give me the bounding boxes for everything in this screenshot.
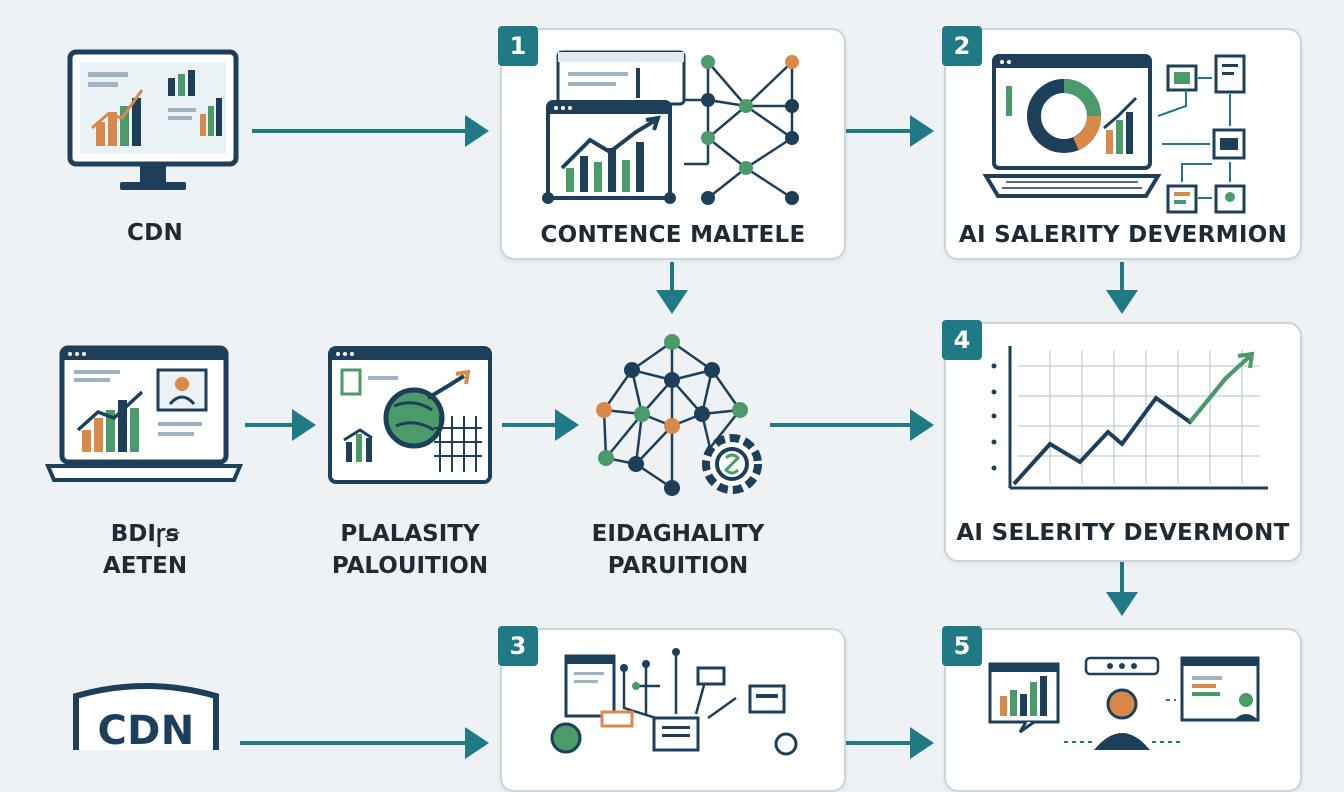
plalasity-label: PLALASITY PALOUITION	[316, 518, 504, 582]
step4-label: AI SELERITY DEVERMONT	[956, 520, 1290, 546]
step1-label: CONTENCE MALTELE	[540, 222, 806, 248]
step5-badge: 5	[942, 626, 982, 666]
eidaghality-line2: PARUITION	[607, 553, 749, 579]
plalasity-line1: PLALASITY	[340, 521, 480, 547]
step3-badge: 3	[498, 626, 538, 666]
network-gear-icon	[596, 334, 762, 496]
laptop-analytics-icon	[44, 345, 244, 482]
diagram-canvas: CDN 1	[44, 26, 1302, 792]
step1-card[interactable]: 1	[498, 26, 846, 260]
step1-badge: 1	[498, 26, 538, 66]
shield-icon	[73, 683, 219, 750]
step4-card[interactable]: 4 AI SELERITY DEVERMONT	[942, 320, 1302, 562]
eidaghality-line1: EIDAGHALITY	[591, 521, 765, 547]
arrows-layer	[240, 115, 1138, 759]
monitor-chart-icon	[67, 49, 239, 190]
eidaghality-label: EIDAGHALITY PARUITION	[578, 518, 778, 582]
step3-card[interactable]: 3	[498, 626, 846, 792]
cdn-shield-label: CDN	[97, 708, 195, 754]
cdn-top-label: CDN	[126, 220, 184, 246]
collaboration-icon	[988, 656, 1260, 750]
bdirs-label: BDIꞅꞩ AETEN	[60, 518, 230, 582]
brain-screen-icon	[328, 346, 492, 484]
dashboard-laptop-icon	[982, 54, 1246, 214]
chart-network-icon	[542, 50, 799, 205]
growth-chart-icon	[991, 346, 1268, 490]
step5-card[interactable]: 5	[942, 626, 1302, 792]
step2-badge: 2	[942, 26, 982, 66]
hub-network-icon	[550, 648, 798, 756]
plalasity-line2: PALOUITION	[331, 553, 489, 579]
bdirs-line2: AETEN	[102, 553, 188, 579]
step4-badge: 4	[942, 320, 982, 360]
step2-card[interactable]: 2	[942, 26, 1302, 260]
step2-label: AI SALERITY DEVERMION	[958, 222, 1288, 248]
bdirs-line1: BDIꞅꞩ	[110, 521, 180, 547]
